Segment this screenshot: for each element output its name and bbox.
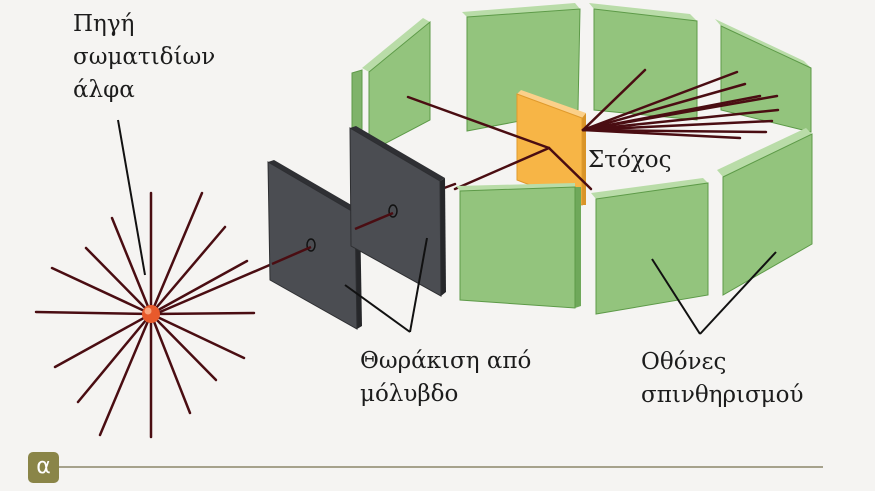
lead-shield	[267, 160, 362, 330]
panel-badge: α	[28, 452, 59, 483]
screens-label-line: σπινθηρισμού	[641, 382, 804, 408]
shield-label-line: μόλυβδο	[360, 381, 459, 407]
scintillation-screen	[717, 128, 813, 296]
source-label: Πηγή σωματιδίων άλφα	[73, 8, 215, 107]
source-rays	[34, 191, 256, 439]
source-label-line: σωματιδίων	[73, 44, 216, 70]
alpha-beam	[271, 245, 312, 266]
shield-label-line: Θωράκιση από	[360, 348, 532, 374]
alpha-beam	[354, 211, 394, 231]
target-label: Στόχος	[588, 147, 672, 173]
source-label-line: άλφα	[73, 77, 135, 103]
scintillation-screen	[456, 183, 581, 309]
scintillation-screen	[715, 19, 812, 133]
source-label-line: Πηγή	[73, 11, 135, 37]
scintillation-screen	[362, 18, 431, 153]
leader-lines	[117, 119, 777, 335]
screens-label-line: Οθόνες	[641, 349, 727, 375]
panel-divider	[59, 466, 823, 468]
scintillation-screen	[591, 178, 709, 315]
lead-shield	[349, 126, 446, 297]
shield-label: Θωράκιση από μόλυβδο	[360, 345, 531, 411]
scintillation-screen	[462, 3, 581, 132]
scattered-rays	[406, 68, 780, 191]
scintillation-screen	[589, 3, 698, 121]
alpha-source	[34, 191, 256, 439]
screens-label: Οθόνες σπινθηρισμού	[641, 346, 803, 412]
